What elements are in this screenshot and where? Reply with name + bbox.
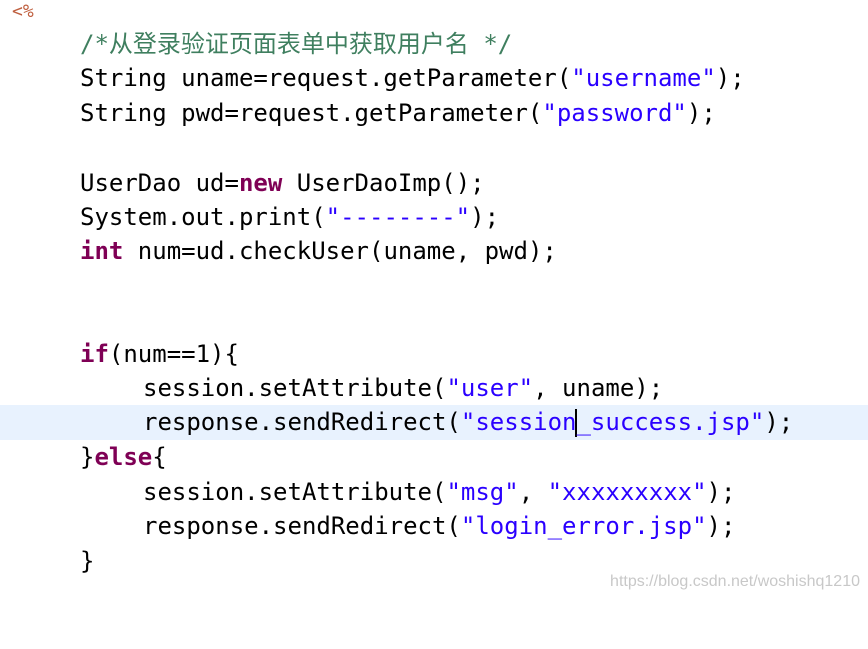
code-text: ); xyxy=(715,64,745,92)
code-text: , uname); xyxy=(533,374,664,402)
code-line-15: response.sendRedirect("login_error.jsp")… xyxy=(0,509,868,544)
code-line-10: if(num==1){ xyxy=(0,337,868,372)
code-line-11: session.setAttribute("user", uname); xyxy=(0,371,868,406)
text-caret xyxy=(575,409,578,437)
jsp-open-tag: <% xyxy=(12,1,34,22)
string-literal: "msg" xyxy=(446,478,519,506)
code-line-14: session.setAttribute("msg", "xxxxxxxxx")… xyxy=(0,475,868,510)
string-literal: "login_error.jsp" xyxy=(460,512,707,540)
code-text: ); xyxy=(686,99,716,127)
code-text: String pwd=request.getParameter( xyxy=(80,99,543,127)
string-literal: "session xyxy=(460,408,577,436)
code-comment: /*从登录验证页面表单中获取用户名 */ xyxy=(80,30,513,58)
code-text: num=ud.checkUser(uname, pwd); xyxy=(123,237,557,265)
keyword: new xyxy=(238,169,283,197)
string-literal: _success.jsp" xyxy=(576,408,765,436)
code-text: ); xyxy=(764,408,794,436)
code-text: response.sendRedirect( xyxy=(143,408,461,436)
code-text: response.sendRedirect( xyxy=(143,512,461,540)
code-line-12-current[interactable]: response.sendRedirect("session_success.j… xyxy=(0,405,868,440)
code-text: (num==1){ xyxy=(108,340,239,368)
string-literal: "username" xyxy=(571,64,716,92)
code-line-6: System.out.print("--------"); xyxy=(0,200,868,235)
code-text: String uname=request.getParameter( xyxy=(80,64,572,92)
code-text: ); xyxy=(706,478,736,506)
code-text: session.setAttribute( xyxy=(143,374,447,402)
code-text: ); xyxy=(706,512,736,540)
code-text: System.out.print( xyxy=(80,203,326,231)
code-line-2: String uname=request.getParameter("usern… xyxy=(0,61,868,96)
code-text: , xyxy=(518,478,548,506)
code-line-7: int num=ud.checkUser(uname, pwd); xyxy=(0,234,868,269)
keyword: if xyxy=(80,340,109,368)
string-literal: "--------" xyxy=(325,203,471,231)
code-text: session.setAttribute( xyxy=(143,478,447,506)
code-line-1: /*从登录验证页面表单中获取用户名 */ xyxy=(0,27,868,62)
string-literal: "xxxxxxxxx" xyxy=(547,478,707,506)
code-editor[interactable]: <% /*从登录验证页面表单中获取用户名 */ String uname=req… xyxy=(0,0,868,595)
keyword: else xyxy=(94,443,153,471)
code-text: { xyxy=(152,443,167,471)
keyword: int xyxy=(80,237,124,265)
string-literal: "password" xyxy=(542,99,687,127)
watermark: https://blog.csdn.net/woshishq1210 xyxy=(610,573,860,590)
code-line-3: String pwd=request.getParameter("passwor… xyxy=(0,96,868,131)
code-text: UserDaoImp(); xyxy=(282,169,485,197)
code-text: } xyxy=(80,443,95,471)
code-line-5: UserDao ud=new UserDaoImp(); xyxy=(0,166,868,201)
code-text: UserDao ud= xyxy=(80,169,239,197)
code-text: } xyxy=(80,547,95,575)
string-literal: "user" xyxy=(446,374,534,402)
code-line-16: } xyxy=(0,544,868,579)
code-line-13: }else{ xyxy=(0,440,868,475)
code-text: ); xyxy=(470,203,500,231)
